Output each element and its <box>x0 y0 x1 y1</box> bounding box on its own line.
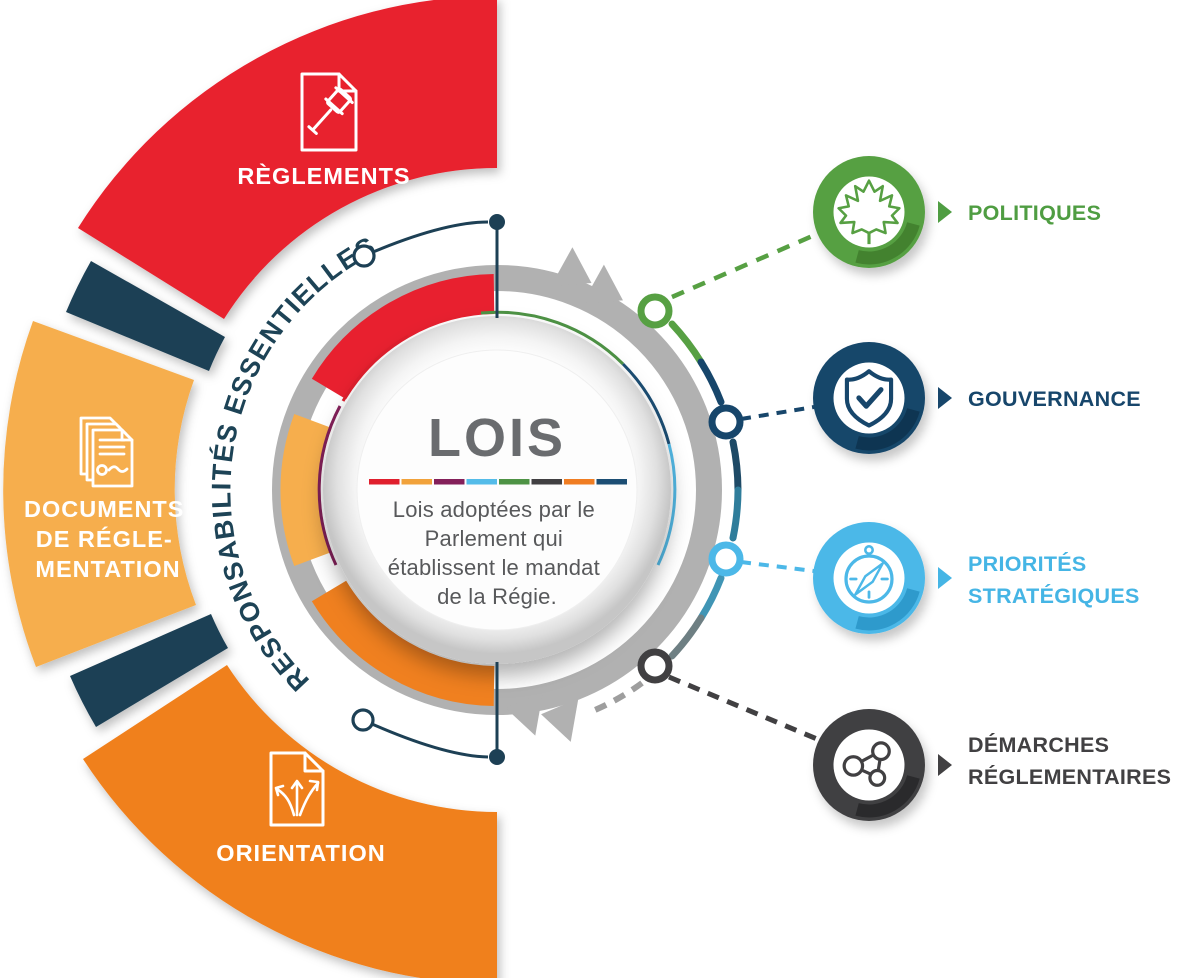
sector-separator-wedge <box>66 261 225 371</box>
arrow-gouvernance <box>938 387 952 409</box>
arrow-politiques <box>938 201 952 223</box>
link-gouvernance <box>740 405 815 421</box>
node-gouvernance <box>708 404 744 440</box>
inner-band-orientation <box>311 580 495 706</box>
gavel-document-icon <box>300 72 358 152</box>
label-priorites: PRIORITÉS STRATÉGIQUES <box>968 551 1140 608</box>
sector-label-documents: DOCUMENTS DE RÉGLE- MENTATION <box>24 496 192 582</box>
inner-color-bands <box>280 274 495 706</box>
center-description: Lois adoptées par le Parlement qui établ… <box>388 497 606 609</box>
shield-check-icon <box>844 369 894 428</box>
sector-orientation <box>83 665 497 978</box>
flow-arrows-top <box>551 247 623 304</box>
output-gouvernance: GOUVERNANCE <box>813 342 1141 454</box>
sector-label-reglements: RÈGLEMENTS <box>237 162 410 189</box>
sector-label-orientation: ORIENTATION <box>216 840 385 866</box>
inner-band-documents <box>280 413 332 567</box>
label-gouvernance: GOUVERNANCE <box>968 387 1141 411</box>
sector-documents <box>3 321 196 667</box>
bottom-connector <box>351 662 505 765</box>
label-demarches: DÉMARCHES RÉGLEMENTAIRES <box>968 732 1171 789</box>
node-priorites <box>708 541 744 577</box>
node-demarches <box>637 648 673 684</box>
arrow-priorites <box>938 567 952 589</box>
maple-leaf-icon <box>837 179 901 245</box>
network-nodes-icon <box>842 741 891 787</box>
connector-ring <box>351 708 375 732</box>
core-responsibility-sectors <box>3 0 497 978</box>
link-demarches <box>668 674 818 742</box>
output-node-arcs <box>593 320 742 713</box>
center-title: LOIS <box>428 408 566 468</box>
output-priorites: PRIORITÉS STRATÉGIQUES <box>813 522 1140 634</box>
accent-arcs <box>317 310 677 661</box>
branching-arrows-document-icon <box>269 751 325 827</box>
stacked-documents-icon <box>79 416 134 488</box>
sector-separator-wedge <box>70 614 228 727</box>
top-connector <box>352 214 505 318</box>
arrow-demarches <box>938 754 952 776</box>
center-circle <box>356 349 638 631</box>
label-politiques: POLITIQUES <box>968 201 1101 225</box>
center-divider <box>369 479 627 485</box>
flow-arrows-bottom <box>505 692 579 742</box>
sector-reglements <box>78 0 497 319</box>
link-priorites <box>740 560 815 573</box>
output-demarches: DÉMARCHES RÉGLEMENTAIRES <box>813 709 1171 821</box>
inner-band-reglements <box>311 274 495 400</box>
output-politiques: POLITIQUES <box>813 156 1101 268</box>
node-politiques <box>637 293 673 329</box>
connector-ring <box>352 244 376 268</box>
link-politiques <box>671 231 818 300</box>
compass-icon <box>844 545 894 604</box>
